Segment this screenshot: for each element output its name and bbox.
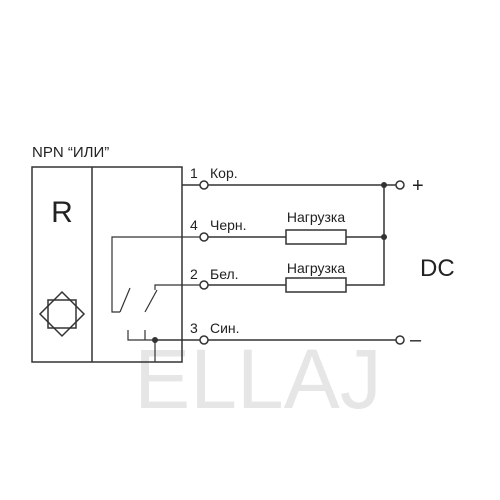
- terminal-4-name: Черн.: [210, 217, 247, 233]
- terminal-3-name: Син.: [210, 320, 240, 336]
- watermark: ELLAJ: [134, 332, 382, 426]
- terminal-3-lead: [155, 335, 405, 345]
- load-return-2: [346, 185, 385, 286]
- sensor-housing: [31, 166, 183, 363]
- load-label-1: Нагрузка: [287, 209, 345, 225]
- circuit-type-title: NPN “ИЛИ”: [32, 144, 109, 161]
- junction-dot-load: [381, 234, 387, 240]
- terminal-1-name: Кор.: [210, 165, 238, 181]
- terminal-1-number: 1: [190, 165, 198, 181]
- sensor-label: R: [51, 196, 73, 229]
- contact-blade-4: [119, 287, 131, 313]
- plus-sign: +: [412, 175, 424, 197]
- contact-blade-2: [144, 289, 158, 313]
- load-resistor-2: [285, 277, 347, 293]
- terminal-1-lead: [182, 180, 384, 190]
- terminal-2-number: 2: [190, 266, 198, 282]
- terminal-4-number: 4: [190, 217, 198, 233]
- contact-wire-4: [111, 236, 200, 313]
- contact-wire-2: [154, 284, 200, 290]
- minus-terminal-node: [395, 335, 405, 345]
- minus-sign: –: [410, 329, 422, 351]
- terminal-2-name: Бел.: [210, 266, 239, 282]
- inductive-sensor-icon: [38, 290, 86, 338]
- load-resistor-1: [285, 229, 347, 245]
- terminal-2-lead: [199, 185, 385, 293]
- terminal-2-node: [199, 280, 209, 290]
- contact-return-4: [127, 330, 155, 341]
- terminal-3-number: 3: [190, 320, 198, 336]
- terminal-4-lead: [199, 229, 384, 245]
- plus-terminal-node: [395, 180, 405, 190]
- terminal-4-node: [199, 232, 209, 242]
- load-label-2: Нагрузка: [287, 260, 345, 276]
- terminal-1-node: [199, 180, 209, 190]
- sensor-body: R: [31, 166, 183, 363]
- dc-label: DC: [420, 255, 455, 282]
